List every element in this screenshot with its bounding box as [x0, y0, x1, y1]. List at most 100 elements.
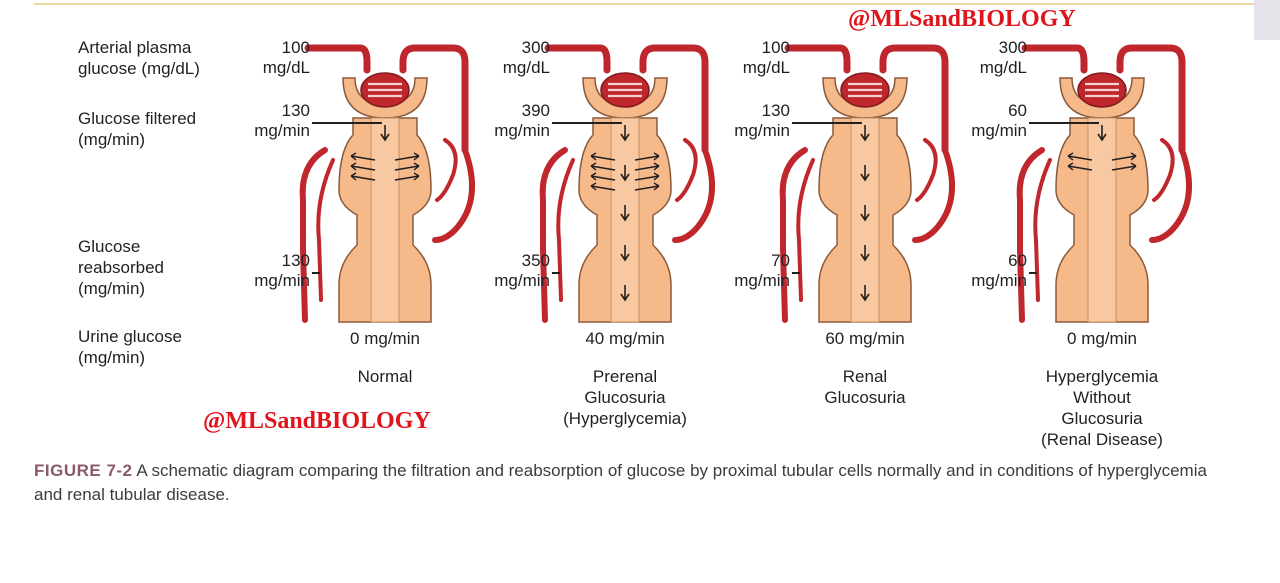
- top-rule: [34, 3, 1254, 5]
- arterial-glucose-value: 300 mg/dL: [502, 38, 550, 77]
- reabsorption-arrow-right: [1111, 152, 1137, 161]
- arterial-glucose-value: 100 mg/dL: [262, 38, 310, 77]
- peritubular-branch-left: [556, 158, 575, 302]
- watermark-bottom: @MLSandBIOLOGY: [203, 408, 431, 434]
- peritubular-branch-right: [435, 138, 458, 202]
- filtered-glucose-value: 130 mg/min: [254, 101, 310, 140]
- condition-label: Hyperglycemia Without Glucosuria (Renal …: [1041, 367, 1163, 449]
- peritubular-capillary-left: [539, 147, 568, 323]
- efferent-arteriole: [639, 44, 709, 154]
- afferent-arteriole: [544, 44, 611, 74]
- reabsorbed-leader-line: [792, 272, 800, 274]
- reabsorbed-leader-line: [552, 272, 560, 274]
- reabsorption-arrow-right: [634, 172, 660, 181]
- peritubular-capillary-left: [779, 147, 808, 323]
- watermark-top: @MLSandBIOLOGY: [848, 6, 1076, 32]
- peritubular-capillary-left: [1016, 147, 1045, 323]
- filtrate-flow-arrow: [620, 125, 630, 142]
- filtered-glucose-value: 130 mg/min: [734, 101, 790, 140]
- arterial-glucose-value: 300 mg/dL: [979, 38, 1027, 77]
- reabsorption-arrow-right: [1111, 162, 1137, 171]
- corner-tab: [1254, 0, 1280, 40]
- reabsorption-arrow-right: [634, 152, 660, 161]
- reabsorption-arrow-left: [590, 182, 616, 191]
- afferent-arteriole: [1021, 44, 1088, 74]
- reabsorption-arrow-right: [394, 172, 420, 181]
- urine-glucose-value: 0 mg/min: [1067, 329, 1137, 348]
- urine-glucose-value: 0 mg/min: [350, 329, 420, 348]
- caption-text: A schematic diagram comparing the filtra…: [34, 461, 1207, 504]
- reabsorption-arrow-left: [590, 172, 616, 181]
- urine-glucose-value: 40 mg/min: [585, 329, 665, 348]
- filtered-leader-line: [1029, 122, 1099, 124]
- tubule-lumen: [370, 117, 400, 323]
- row-label-urine: Urine glucose (mg/min): [78, 327, 182, 367]
- row-label-reabsorbed: Glucose reabsorbed (mg/min): [78, 237, 165, 298]
- reabsorption-arrow-right: [634, 162, 660, 171]
- urine-glucose-value: 60 mg/min: [825, 329, 905, 348]
- filtered-glucose-value: 390 mg/min: [494, 101, 550, 140]
- filtrate-flow-arrow: [860, 245, 870, 262]
- reabsorption-arrow-left: [1067, 152, 1093, 161]
- reabsorbed-glucose-value: 130 mg/min: [254, 251, 310, 290]
- filtrate-flow-arrow: [620, 205, 630, 222]
- figure-number: FIGURE 7-2: [34, 461, 133, 480]
- filtrate-flow-arrow: [860, 205, 870, 222]
- reabsorption-arrow-right: [394, 162, 420, 171]
- reabsorbed-glucose-value: 350 mg/min: [494, 251, 550, 290]
- filtered-leader-line: [792, 122, 862, 124]
- peritubular-branch-left: [796, 158, 815, 302]
- arterial-glucose-value: 100 mg/dL: [742, 38, 790, 77]
- reabsorption-arrow-left: [590, 152, 616, 161]
- filtered-leader-line: [312, 122, 382, 124]
- filtrate-flow-arrow: [1097, 125, 1107, 142]
- reabsorption-arrow-left: [590, 162, 616, 171]
- filtrate-flow-arrow: [620, 245, 630, 262]
- peritubular-capillary-right: [912, 147, 956, 243]
- reabsorption-arrow-left: [350, 172, 376, 181]
- peritubular-branch-right: [675, 138, 698, 202]
- reabsorbed-glucose-value: 70 mg/min: [734, 251, 790, 290]
- condition-label: Prerenal Glucosuria (Hyperglycemia): [563, 367, 687, 428]
- filtrate-flow-arrow: [380, 125, 390, 142]
- filtrate-flow-arrow: [860, 125, 870, 142]
- nephron-illustration: [539, 44, 716, 323]
- peritubular-branch-right: [1152, 138, 1175, 202]
- efferent-arteriole: [879, 44, 949, 154]
- nephron-illustration: [779, 44, 956, 323]
- filtered-leader-line: [552, 122, 622, 124]
- afferent-arteriole: [304, 44, 371, 74]
- filtrate-flow-arrow: [860, 285, 870, 302]
- reabsorbed-leader-line: [312, 272, 320, 274]
- afferent-arteriole: [784, 44, 851, 74]
- filtrate-flow-arrow: [620, 285, 630, 302]
- nephron-illustration: [1016, 44, 1193, 323]
- reabsorption-arrow-right: [634, 182, 660, 191]
- reabsorbed-glucose-value: 60 mg/min: [971, 251, 1027, 290]
- reabsorbed-leader-line: [1029, 272, 1037, 274]
- filtrate-flow-arrow: [860, 165, 870, 182]
- peritubular-branch-left: [316, 158, 335, 302]
- nephron-illustration: [299, 44, 476, 323]
- tubule-lumen: [1087, 117, 1117, 323]
- row-label-filtered: Glucose filtered (mg/min): [78, 109, 197, 149]
- filtrate-flow-arrow: [620, 165, 630, 182]
- peritubular-capillary-right: [672, 147, 716, 243]
- row-label-arterial: Arterial plasma glucose (mg/dL): [78, 38, 200, 78]
- peritubular-capillary-left: [299, 147, 328, 323]
- reabsorption-arrow-left: [350, 152, 376, 161]
- reabsorption-arrow-left: [1067, 162, 1093, 171]
- filtered-glucose-value: 60 mg/min: [971, 101, 1027, 140]
- peritubular-capillary-right: [1149, 147, 1193, 243]
- peritubular-branch-right: [915, 138, 938, 202]
- reabsorption-arrow-left: [350, 162, 376, 171]
- efferent-arteriole: [1116, 44, 1186, 154]
- condition-label: Normal: [357, 367, 413, 386]
- efferent-arteriole: [399, 44, 469, 154]
- peritubular-branch-left: [1033, 158, 1052, 302]
- figure-caption: FIGURE 7-2 A schematic diagram comparing…: [34, 459, 1234, 507]
